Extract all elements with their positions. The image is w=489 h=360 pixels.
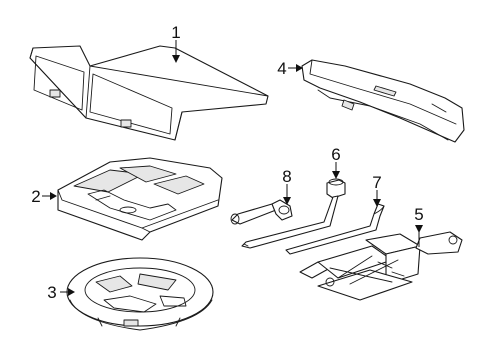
part-1-load-floor-panel <box>29 45 269 141</box>
callout-5: 5 <box>414 205 423 224</box>
callout-2: 2 <box>31 187 40 206</box>
part-6-jack-handle <box>241 178 346 249</box>
callout-8: 8 <box>282 167 291 186</box>
callout-6: 6 <box>331 145 340 164</box>
part-7-crank-rod <box>285 203 385 255</box>
part-8-wrench-extension <box>230 199 293 225</box>
part-2-tool-tray <box>57 157 223 241</box>
part-5-scissor-jack <box>299 231 463 301</box>
part-4-trim-panel <box>301 59 465 143</box>
callout-4: 4 <box>277 59 286 78</box>
callout-3: 3 <box>47 283 56 302</box>
callout-1: 1 <box>171 23 180 42</box>
callout-7: 7 <box>372 173 381 192</box>
callout-leaders <box>42 40 423 296</box>
part-3-spare-wheel-holder <box>66 257 214 331</box>
